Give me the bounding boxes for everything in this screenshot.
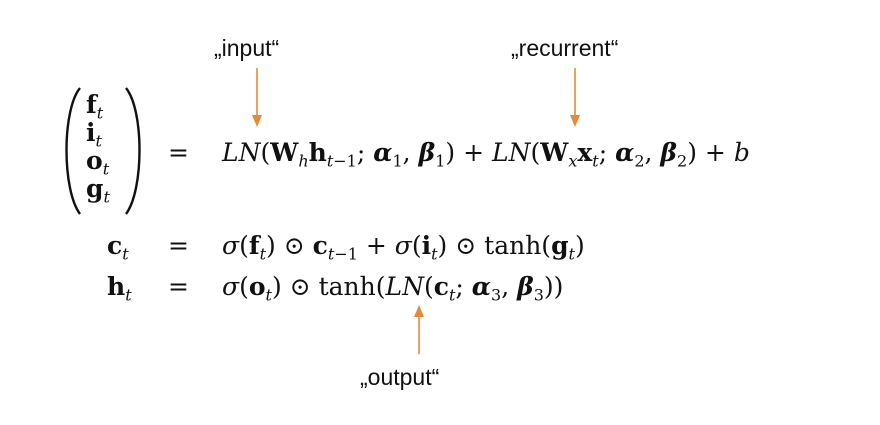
vector-entry-g: gt [86,174,110,207]
output-annotation: „output“ [360,364,440,390]
left-parenthesis [65,87,81,215]
vector-entry-i: it [86,118,102,151]
row2-rhs: σ(ft) ⊙ ct−1 + σ(it) ⊙ tanh(gt) [222,231,585,264]
output-arrow [414,305,424,354]
input-annotation: „input“ [214,35,280,61]
recurrent-annotation: „recurrent“ [511,35,619,61]
row3-rhs: σ(ot) ⊙ tanh(LN(ct; α3, β3)) [222,272,564,305]
row2-equals: = [168,231,189,260]
vector-entry-o: ot [86,146,110,179]
input-arrow [252,68,262,127]
row3-equals: = [168,272,189,301]
row1-rhs: LN(Whht−1; α1, β1) + LN(Wxxt; α2, β2) + … [222,138,750,171]
recurrent-arrow [570,68,580,127]
right-parenthesis [125,87,141,215]
row2-lhs: ct [107,231,129,264]
vector-entry-f: ft [86,90,104,123]
row3-lhs: ht [107,272,132,305]
row1-equals: = [168,138,189,167]
